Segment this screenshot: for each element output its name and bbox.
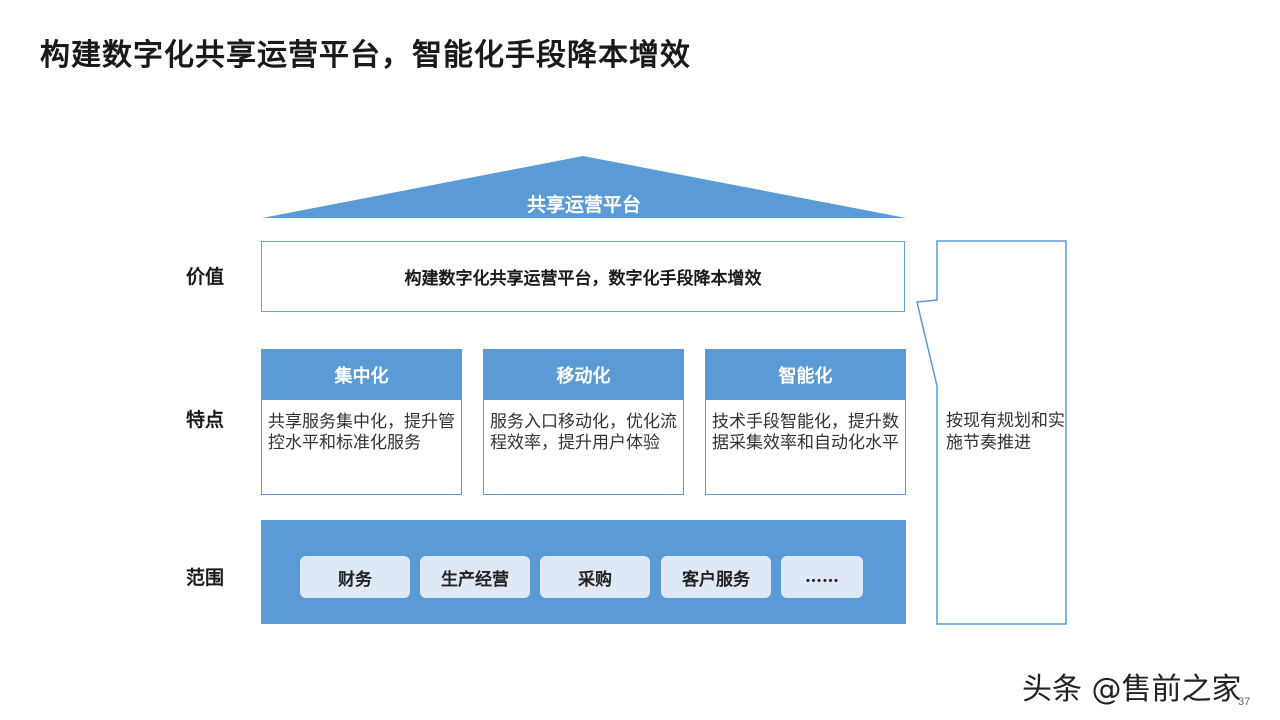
- watermark: 头条 @售前之家: [1022, 672, 1242, 707]
- roof-label: 共享运营平台: [526, 194, 641, 216]
- feature-head: 智能化: [706, 350, 905, 400]
- feature-card-centralization: 集中化 共享服务集中化，提升管控水平和标准化服务: [261, 349, 462, 495]
- value-text: 构建数字化共享运营平台，数字化手段降本增效: [404, 269, 762, 289]
- scope-item: 客户服务: [661, 556, 771, 598]
- page-number: 37: [1238, 696, 1251, 708]
- feature-body: 技术手段智能化，提升数据采集效率和自动化水平: [712, 412, 899, 453]
- side-note: 按现有规划和实施节奏推进: [946, 411, 1065, 453]
- feature-head: 集中化: [262, 350, 461, 400]
- scope-item: 财务: [300, 556, 410, 598]
- feature-card-intelligent: 智能化 技术手段智能化，提升数据采集效率和自动化水平: [705, 349, 906, 495]
- feature-body: 共享服务集中化，提升管控水平和标准化服务: [268, 412, 455, 453]
- value-box: 构建数字化共享运营平台，数字化手段降本增效: [261, 241, 905, 312]
- feature-card-mobile: 移动化 服务入口移动化，优化流程效率，提升用户体验: [483, 349, 684, 495]
- scope-item: 采购: [540, 556, 650, 598]
- page-title: 构建数字化共享运营平台，智能化手段降本增效: [40, 38, 691, 73]
- row-label-features: 特点: [186, 409, 225, 431]
- row-label-value: 价值: [186, 266, 225, 288]
- scope-item: 生产经营: [420, 556, 530, 598]
- feature-head: 移动化: [484, 350, 683, 400]
- feature-body: 服务入口移动化，优化流程效率，提升用户体验: [490, 412, 677, 453]
- row-label-scope: 范围: [186, 567, 225, 589]
- scope-item: ……: [781, 556, 863, 598]
